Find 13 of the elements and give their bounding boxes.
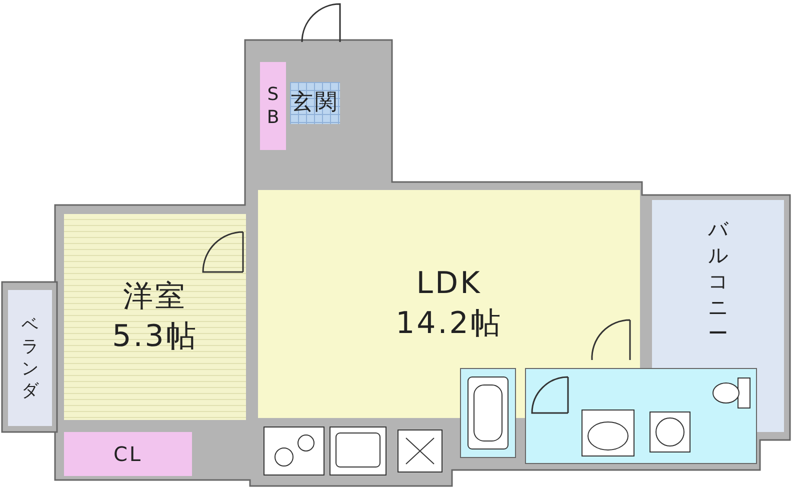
room-label: ベランダ	[21, 314, 39, 402]
room-label: SB	[266, 82, 280, 130]
room-label: 玄関	[291, 89, 339, 118]
bedroom-area	[64, 214, 246, 420]
living-room-area	[258, 190, 640, 418]
room-label: CL	[113, 440, 143, 468]
room-label: バルコニー	[708, 216, 728, 346]
closet-area	[64, 432, 192, 476]
room-label: 洋室 5.3帖	[111, 278, 199, 356]
veranda-area	[8, 290, 52, 426]
storage-area	[260, 62, 286, 150]
entrance-area	[290, 82, 340, 124]
room-label: LDK 14.2帖	[394, 264, 504, 343]
